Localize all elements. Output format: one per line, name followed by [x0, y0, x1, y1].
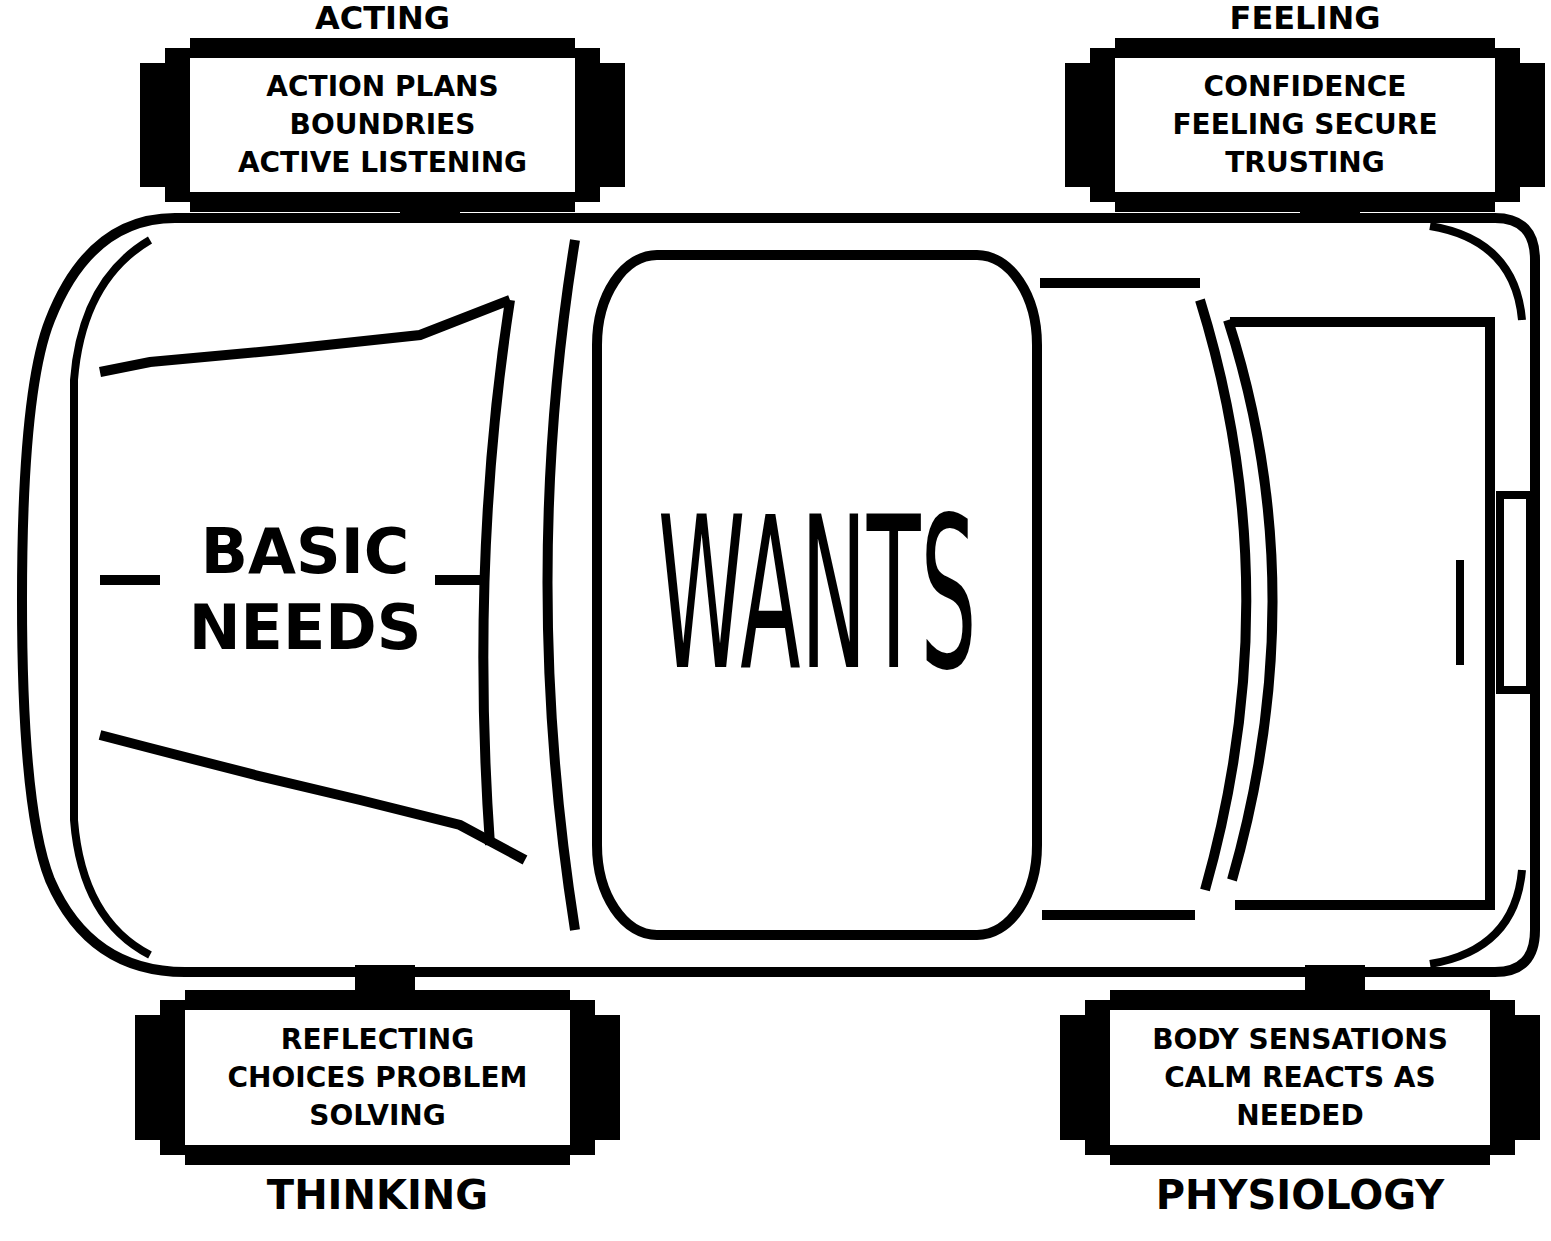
wheel-inner: BODY SENSATIONS CALM REACTS AS NEEDED — [1110, 1010, 1490, 1145]
wheel-box: BODY SENSATIONS CALM REACTS AS NEEDEDPHY… — [1060, 990, 1540, 1165]
wheel-box: REFLECTING CHOICES PROBLEM SOLVINGTHINKI… — [135, 990, 620, 1165]
wheel-box: CONFIDENCE FEELING SECURE TRUSTINGFEELIN… — [1065, 38, 1545, 212]
wheel-text: CONFIDENCE FEELING SECURE TRUSTING — [1156, 68, 1454, 182]
wheel-shape — [1060, 990, 1540, 1165]
wheel-box: ACTION PLANS BOUNDRIES ACTIVE LISTENINGA… — [140, 38, 625, 212]
wheel-shape — [1065, 38, 1545, 212]
cabin-box: WANTS — [592, 250, 1042, 940]
wheel-inner: ACTION PLANS BOUNDRIES ACTIVE LISTENING — [190, 58, 575, 192]
wheel-inner: REFLECTING CHOICES PROBLEM SOLVING — [185, 1010, 570, 1145]
wheel-inner: CONFIDENCE FEELING SECURE TRUSTING — [1115, 58, 1495, 192]
wheel-text: REFLECTING CHOICES PROBLEM SOLVING — [213, 1021, 543, 1135]
wheel-heading: ACTING — [140, 0, 625, 36]
label-area: BASIC NEEDS — [160, 500, 450, 680]
wheel-heading: FEELING — [1065, 0, 1545, 36]
car-label: WANTS — [658, 485, 977, 705]
cabin-outline — [597, 255, 1037, 935]
leader-line — [100, 575, 160, 585]
car-label: BASIC NEEDS — [175, 514, 435, 666]
wheel-heading: PHYSIOLOGY — [1060, 1171, 1540, 1219]
wheel-text: BODY SENSATIONS CALM REACTS AS NEEDED — [1135, 1021, 1465, 1135]
wheel-shape — [140, 38, 625, 212]
wheel-shape — [135, 990, 620, 1165]
wheel-heading: THINKING — [135, 1171, 620, 1219]
engine-label-area: BASIC NEEDS — [160, 500, 450, 680]
label-area: WANTS — [592, 250, 1042, 940]
wheel-text: ACTION PLANS BOUNDRIES ACTIVE LISTENING — [234, 68, 532, 182]
